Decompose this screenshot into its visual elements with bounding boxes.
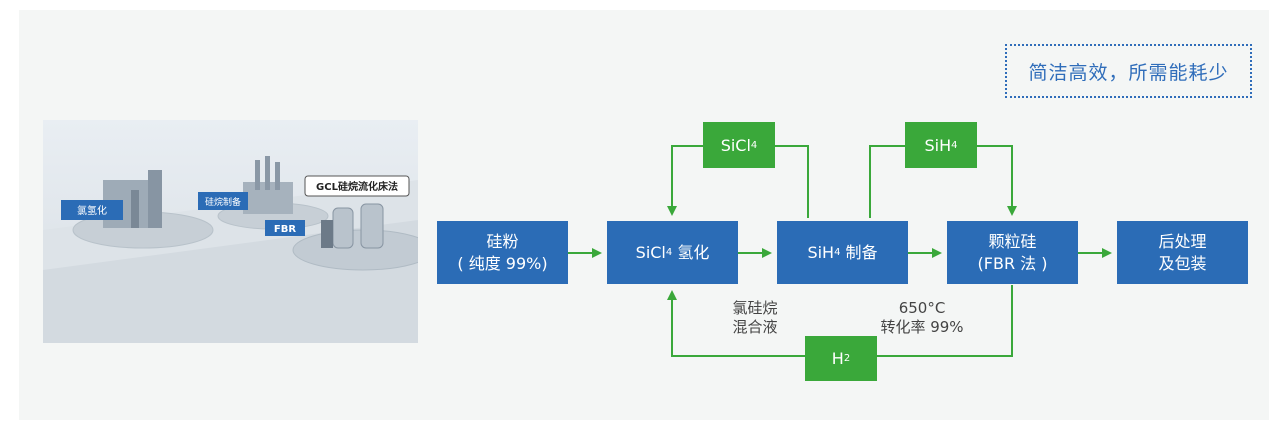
note-conv-temp: 650°C bbox=[898, 299, 946, 317]
sign-a-text: 氯氢化 bbox=[77, 204, 107, 217]
silicon-powder-label: 硅粉 bbox=[486, 231, 519, 251]
note-mix-line2: 混合液 bbox=[732, 318, 778, 336]
packaging-label: 及包装 bbox=[1158, 253, 1207, 273]
post-process-label: 后处理 bbox=[1158, 231, 1207, 251]
sicl4-hydro-sub: 4 bbox=[665, 246, 673, 258]
plant-illustration-graphic: 氯氢化 硅烷制备 FBR GCL硅烷流化床法 bbox=[43, 156, 418, 343]
sicl4-line-out bbox=[667, 145, 703, 216]
sih4-prep-sub: 4 bbox=[834, 246, 841, 258]
recycle-sicl4-sub: 4 bbox=[750, 139, 758, 151]
recycle-sih4-sub: 4 bbox=[951, 139, 958, 151]
recycle-sih4-formula: SiH bbox=[924, 135, 952, 155]
sih4-prep-label: 制备 bbox=[840, 242, 878, 262]
note-mix-line1: 氯硅烷 bbox=[732, 299, 778, 317]
sign-main-text: GCL硅烷流化床法 bbox=[316, 180, 398, 193]
process-granular-silicon: 颗粒硅 (FBR 法 ) bbox=[947, 221, 1078, 284]
h2-line-in bbox=[877, 285, 1013, 357]
silicon-powder-purity: ( 纯度 99%) bbox=[457, 253, 548, 273]
recycle-h2-sub: 2 bbox=[843, 353, 851, 364]
recycle-sicl4-formula: SiCl bbox=[720, 135, 751, 155]
recycle-h2-formula: H bbox=[831, 349, 844, 368]
tagline-text: 简洁高效，所需能耗少 bbox=[1028, 61, 1229, 84]
sicl4-hydro-label: 氢化 bbox=[672, 242, 710, 262]
h2-line-out bbox=[667, 290, 805, 357]
sign-c-text: FBR bbox=[274, 224, 296, 235]
sih4-prep-formula: SiH bbox=[807, 242, 835, 262]
tagline-callout: 简洁高效，所需能耗少 bbox=[1005, 44, 1252, 98]
sign-b-text: 硅烷制备 bbox=[205, 196, 241, 208]
sih4-line-out bbox=[977, 145, 1017, 216]
plant-illustration: 氯氢化 硅烷制备 FBR GCL硅烷流化床法 bbox=[43, 120, 418, 343]
note-conv-rate: 转化率 99% bbox=[880, 318, 964, 336]
sicl4-hydro-formula: SiCl bbox=[635, 242, 666, 262]
granular-silicon-label: 颗粒硅 bbox=[988, 231, 1037, 251]
sicl4-line-in bbox=[775, 145, 809, 218]
process-post-packaging: 后处理 及包装 bbox=[1117, 221, 1248, 284]
process-silicon-powder: 硅粉 ( 纯度 99%) bbox=[437, 221, 568, 284]
note-conversion: 650°C 转化率 99% bbox=[866, 299, 978, 337]
note-chlorosilane-mix: 氯硅烷 混合液 bbox=[722, 299, 788, 337]
granular-silicon-method: (FBR 法 ) bbox=[977, 253, 1048, 273]
sih4-line-in bbox=[869, 145, 905, 218]
